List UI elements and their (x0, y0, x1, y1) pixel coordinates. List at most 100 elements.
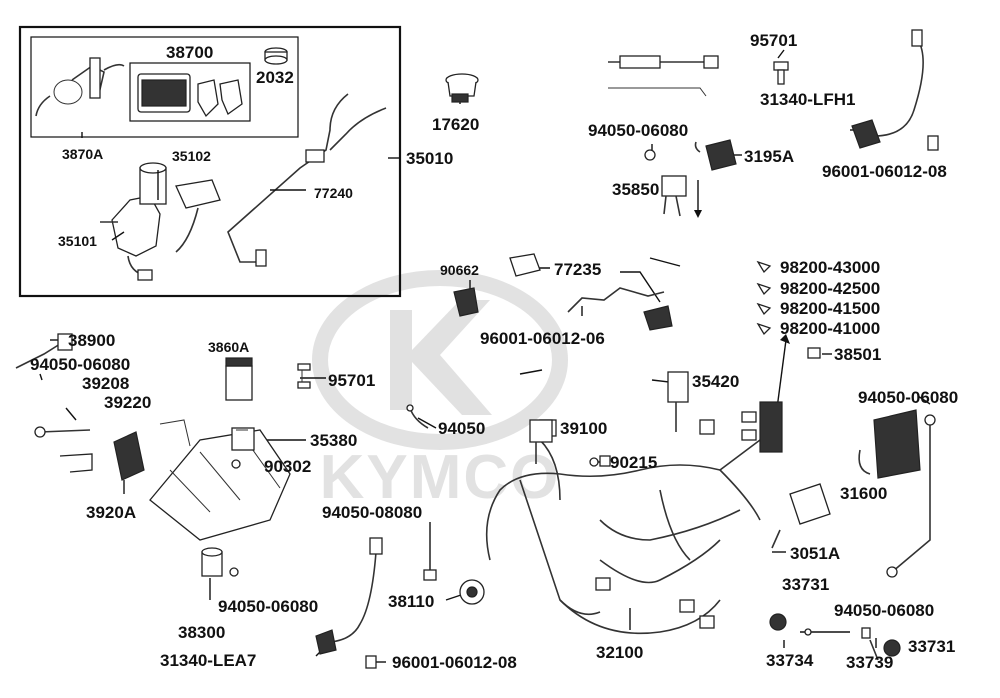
frame-bracket-icon (149, 419, 291, 541)
label-35380: 35380 (310, 431, 357, 450)
throttle-cable-icon (608, 55, 719, 97)
label-31600: 31600 (840, 484, 887, 503)
transponder-kit-frame (129, 62, 251, 122)
label-2032: 2032 (256, 68, 294, 87)
brake-switch-harness-icon (567, 287, 673, 331)
label-35850: 35850 (612, 180, 659, 199)
module-35420-icon (667, 371, 689, 432)
immobilizer-subgroup-frame (30, 36, 299, 138)
immobilizer-module-icon (137, 73, 191, 113)
label-35010: 35010 (406, 149, 453, 168)
label-96001-06012-08-top: 96001-06012-08 (822, 162, 947, 181)
relay-3860A-icon (225, 357, 253, 401)
coin-battery-icon (264, 47, 288, 65)
antenna-coil-icon (35, 57, 125, 117)
bolt-90215-icon (589, 457, 599, 467)
label-17620: 17620 (432, 115, 479, 134)
label-38110: 38110 (388, 592, 434, 611)
label-96001-06012-06: 96001-06012-06 (480, 329, 605, 348)
bolt-mid-icon (297, 363, 311, 389)
label-94050-08080: 94050-08080 (322, 503, 422, 522)
label-95701-mid: 95701 (328, 371, 375, 390)
arrow-head-top (694, 210, 702, 218)
label-95701-top: 95701 (750, 31, 797, 50)
label-98200-41000: 98200-41000 (780, 319, 880, 338)
fuse-icon-group (756, 260, 772, 336)
flasher-relay-icon (231, 427, 255, 451)
label-98200-41500: 98200-41500 (780, 299, 880, 318)
ignition-group (18, 25, 402, 298)
label-77235: 77235 (554, 260, 601, 279)
label-35101: 35101 (58, 233, 97, 249)
capacitor-icon (201, 547, 223, 577)
label-3051A: 3051A (790, 544, 840, 563)
side-stand-switch-icon (453, 287, 479, 317)
relay-icon (694, 139, 737, 171)
label-3920A: 3920A (86, 503, 136, 522)
clip-icon (231, 459, 241, 469)
arrow-line-mid (649, 257, 681, 267)
fuse-box-icon (807, 347, 821, 359)
speed-sensor-icon (851, 29, 924, 149)
label-33734: 33734 (766, 651, 814, 670)
bolt-icon (773, 61, 789, 85)
regulator-bolt-icon (886, 414, 936, 578)
label-90215: 90215 (610, 453, 657, 472)
label-38700: 38700 (166, 43, 213, 62)
leader-lines (39, 49, 937, 663)
label-31340-lfh1: 31340-LFH1 (760, 90, 855, 109)
label-90302: 90302 (264, 457, 311, 476)
regulator-rectifier-icon (858, 409, 921, 479)
label-35102: 35102 (172, 148, 211, 164)
label-38501: 38501 (834, 345, 881, 364)
horn-icon (459, 579, 485, 605)
key-fob-icon (197, 79, 243, 118)
starter-relay-icon (661, 175, 687, 217)
label-38300: 38300 (178, 623, 225, 642)
washer-icon (34, 426, 91, 438)
relay-39100-icon (529, 419, 553, 464)
label-35420: 35420 (692, 372, 739, 391)
label-3195A: 3195A (744, 147, 794, 166)
label-39208: 39208 (82, 374, 129, 393)
label-33731-a: 33731 (782, 575, 829, 594)
key-cover-icon (175, 179, 221, 253)
arrow-line-left (519, 369, 543, 375)
arrow-head-fuse (780, 334, 790, 344)
label-39220: 39220 (104, 393, 151, 412)
label-31340-lea7: 31340-LEA7 (160, 651, 256, 670)
fuel-cap-sensor-icon (445, 73, 479, 103)
label-77240: 77240 (314, 185, 353, 201)
label-98200-43000: 98200-43000 (780, 258, 880, 277)
label-3870A: 3870A (62, 146, 103, 162)
sensor-94050-icon (406, 404, 429, 429)
sensor-33731-icon (769, 613, 787, 631)
seat-cable-icon (227, 93, 387, 267)
label-33731-b: 33731 (908, 637, 955, 656)
kymco-watermark-text: KYMCO (320, 443, 561, 512)
label-94050: 94050 (438, 419, 485, 438)
label-3860A: 3860A (208, 339, 249, 355)
label-94050-06080-left: 94050-06080 (30, 355, 130, 374)
nut-left-icon (229, 567, 239, 577)
wire-harness-icon (485, 401, 783, 635)
horn-connector-icon (15, 333, 73, 369)
label-94050-06080-bl: 94050-06080 (218, 597, 318, 616)
label-94050-06080-right: 94050-06080 (858, 388, 958, 407)
nut-top-icon (644, 149, 656, 161)
label-39100: 39100 (560, 419, 607, 438)
label-94050-06080-top: 94050-06080 (588, 121, 688, 140)
screw-bottom-icon (365, 655, 377, 669)
bracket-33739-icon (869, 639, 879, 661)
crank-sensor-icon (315, 537, 383, 655)
label-33739: 33739 (846, 653, 893, 672)
bracket-icon (509, 253, 541, 277)
mounting-bracket-icon (59, 453, 93, 473)
sensor-33731-right-icon (883, 639, 901, 657)
ignition-switch-icon (100, 162, 167, 281)
label-38900: 38900 (68, 331, 115, 350)
label-94050-06080-br: 94050-06080 (834, 601, 934, 620)
screw-icon (927, 135, 939, 151)
bolt-94050-08080-icon (423, 569, 437, 581)
